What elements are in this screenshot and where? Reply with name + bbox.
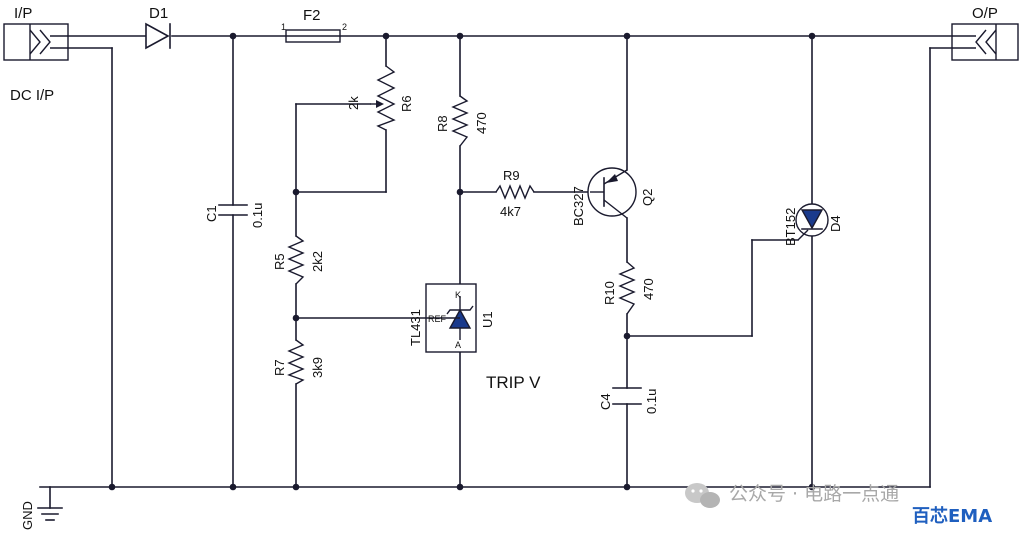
wechat-icon — [685, 483, 720, 508]
u1-ref-pin-label: REF — [428, 314, 447, 324]
u1-ref-label: U1 — [480, 311, 495, 328]
r6-value-label: 2k — [346, 96, 361, 110]
r8-value-label: 470 — [474, 112, 489, 134]
resistor-r10: R10 470 — [602, 261, 656, 315]
c4-ref-label: C4 — [598, 393, 613, 410]
u1-a-pin-label: A — [455, 340, 461, 350]
r10-value-label: 470 — [641, 278, 656, 300]
c1-ref-label: C1 — [204, 205, 219, 222]
resistor-r5: R5 2k2 — [272, 235, 325, 285]
r9-ref-label: R9 — [503, 168, 520, 183]
c4-value-label: 0.1u — [644, 389, 659, 414]
r7-value-label: 3k9 — [310, 357, 325, 378]
resistor-r8: R8 470 — [435, 95, 489, 147]
input-connector-label: I/P — [14, 5, 32, 22]
watermark-text: 公众号 · 电路一点通 — [729, 483, 899, 505]
d4-ref-label: D4 — [828, 215, 843, 232]
f2-ref-label: F2 — [303, 7, 321, 24]
f2-pin2-label: 2 — [342, 22, 347, 32]
ground-symbol: GND — [20, 501, 63, 530]
dc-input-caption: DC I/P — [10, 87, 54, 104]
q2-ref-label: Q2 — [640, 189, 655, 206]
watermark: 公众号 · 电路一点通 百芯EMA — [685, 483, 992, 527]
r8-ref-label: R8 — [435, 115, 450, 132]
diode-d1: D1 — [145, 5, 171, 50]
r5-value-label: 2k2 — [310, 251, 325, 272]
r6-ref-label: R6 — [399, 95, 414, 112]
trip-voltage-annotation: TRIP V — [486, 373, 541, 392]
c1-value-label: 0.1u — [250, 203, 265, 228]
transistor-q2: BC327 Q2 — [571, 167, 655, 226]
potentiometer-r6: 2k R6 — [346, 65, 414, 131]
capacitor-c1: C1 0.1u — [204, 203, 265, 228]
brand-logo-text: 百芯EMA — [912, 505, 992, 527]
r7-ref-label: R7 — [272, 359, 287, 376]
shunt-regulator-u1: REF K A TL431 U1 — [408, 283, 495, 353]
d1-ref-label: D1 — [149, 5, 168, 22]
f2-pin1-label: 1 — [281, 22, 286, 32]
resistor-r9: R9 4k7 — [495, 168, 535, 219]
r5-ref-label: R5 — [272, 253, 287, 270]
output-connector: O/P — [951, 5, 1019, 61]
wires — [39, 35, 953, 509]
junction-dots — [108, 32, 816, 491]
q2-part-label: BC327 — [571, 186, 586, 226]
resistor-r7: R7 3k9 — [272, 339, 325, 385]
input-connector: I/P DC I/P — [3, 5, 69, 104]
ground-label: GND — [20, 501, 35, 530]
u1-part-label: TL431 — [408, 309, 423, 346]
fuse-f2: F2 1 2 — [281, 7, 347, 43]
capacitor-c4: C4 0.1u — [598, 387, 659, 414]
r9-value-label: 4k7 — [500, 204, 521, 219]
d4-part-label: BT152 — [783, 208, 798, 246]
r10-ref-label: R10 — [602, 281, 617, 305]
thyristor-d4: BT152 D4 — [783, 203, 843, 246]
u1-k-pin-label: K — [455, 290, 461, 300]
output-connector-label: O/P — [972, 5, 998, 22]
